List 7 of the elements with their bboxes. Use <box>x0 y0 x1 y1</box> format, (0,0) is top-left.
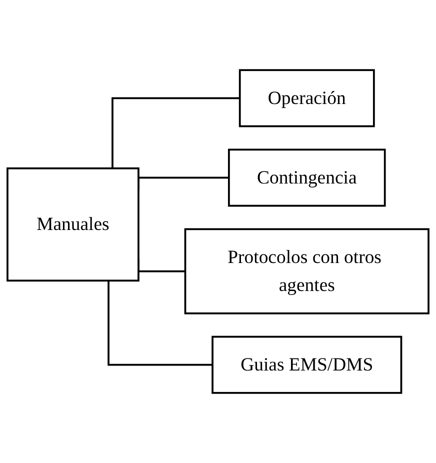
node-box: Contingencia <box>228 148 386 207</box>
node-box: Manuales <box>6 167 140 282</box>
connector <box>108 280 213 366</box>
node-box: Operación <box>238 69 375 128</box>
node-box: Protocolos con otros agentes <box>184 228 430 314</box>
node-box: Guias EMS/DMS <box>212 336 402 394</box>
connector <box>112 97 240 168</box>
